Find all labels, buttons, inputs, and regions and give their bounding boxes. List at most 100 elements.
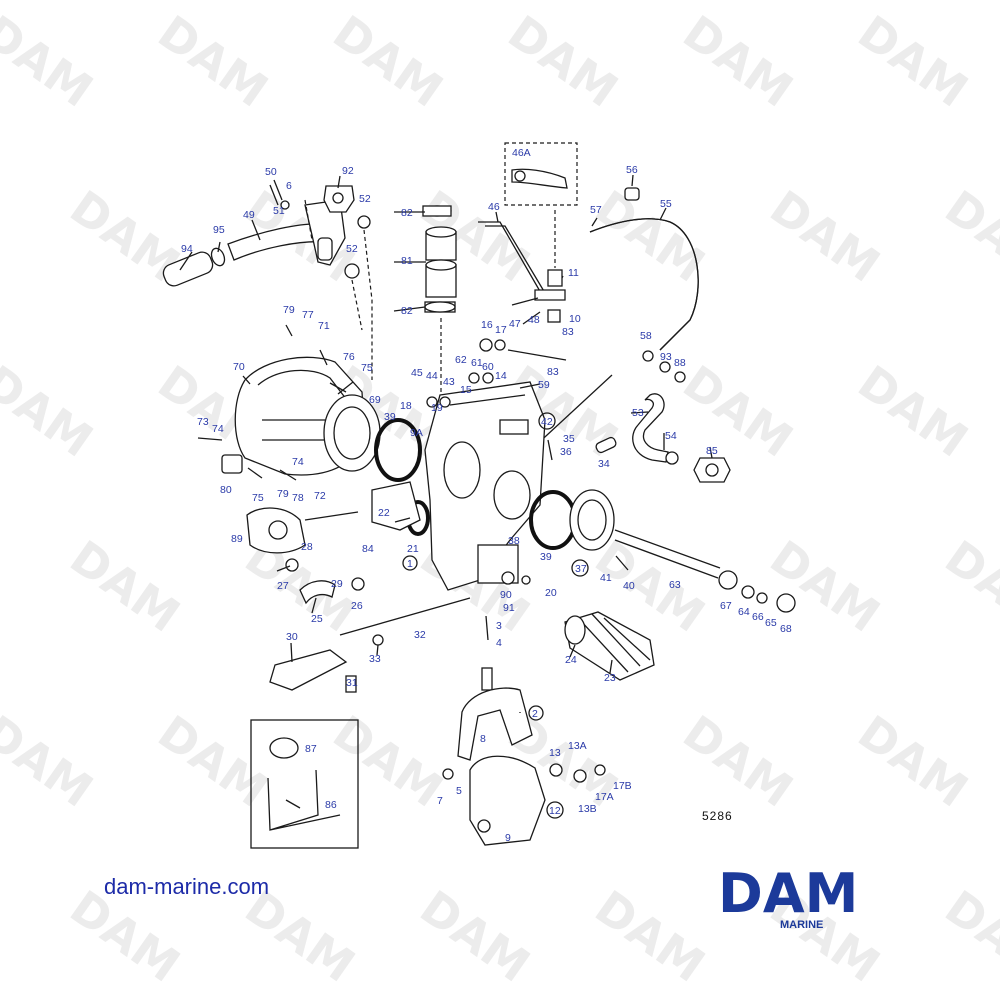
label-89: 89: [231, 533, 243, 545]
label-51: 51: [273, 205, 285, 217]
inset-box: [250, 719, 359, 849]
label-80: 80: [220, 484, 232, 496]
label-16: 16: [481, 319, 493, 331]
label-13: 13: [549, 747, 561, 759]
label-83b: 83: [547, 366, 559, 378]
label-76: 76: [343, 351, 355, 363]
label-82b: 82: [401, 305, 413, 317]
label-28: 28: [301, 541, 313, 553]
label-79: 79: [283, 304, 295, 316]
intake-hose-assembly: [162, 179, 373, 380]
callout-circle-42: [538, 412, 556, 430]
label-5: 5: [456, 785, 462, 797]
label-40: 40: [623, 580, 635, 592]
label-39b: 39: [540, 551, 552, 563]
label-70: 70: [233, 361, 245, 373]
dam-marine-logo: DAM MARINE: [718, 866, 858, 931]
label-67: 67: [720, 600, 732, 612]
label-71: 71: [318, 320, 330, 332]
watermark-tile: DAM: [674, 5, 803, 118]
label-53: 53: [632, 407, 644, 419]
website-link[interactable]: dam-marine.com: [104, 874, 270, 899]
callout-circles: [402, 412, 589, 819]
label-68: 68: [780, 623, 792, 635]
label-83: 83: [562, 326, 574, 338]
label-17A: 17A: [595, 791, 614, 803]
label-55: 55: [660, 198, 672, 210]
label-94: 94: [181, 243, 193, 255]
logo-subtitle: MARINE: [780, 919, 823, 931]
label-36: 36: [560, 446, 572, 458]
label-29: 29: [331, 578, 343, 590]
label-30: 30: [286, 631, 298, 643]
label-56: 56: [626, 164, 638, 176]
label-19: 19: [431, 402, 443, 414]
label-77: 77: [302, 309, 314, 321]
label-43: 43: [443, 376, 455, 388]
watermark-tile: DAM: [149, 5, 278, 118]
label-37-text: 37: [575, 563, 587, 575]
label-46A: 46A: [512, 147, 531, 159]
label-38: 38: [508, 535, 520, 547]
callout-circle-12: [546, 801, 564, 819]
label-65: 65: [765, 617, 777, 629]
label-79b: 79: [277, 488, 289, 500]
label-74b: 74: [292, 456, 304, 468]
label-44: 44: [426, 370, 438, 382]
bearing-and-shaft: [569, 489, 796, 613]
label-18: 18: [400, 400, 412, 412]
callout-circle-2: [528, 705, 544, 721]
label-15: 15: [460, 384, 472, 396]
label-74: 74: [212, 423, 224, 435]
label-95: 95: [213, 224, 225, 236]
label-62: 62: [455, 354, 467, 366]
label-78: 78: [292, 492, 304, 504]
callout-labels: 50 6 51 49 92 52 52 95 94 82 81 82 46A 4…: [181, 147, 792, 844]
label-93: 93: [660, 351, 672, 363]
label-20: 20: [545, 587, 557, 599]
watermark-tile: DAM: [149, 705, 278, 818]
label-63: 63: [669, 579, 681, 591]
label-1-text: 1: [407, 558, 413, 570]
watermark-tile: DAM: [61, 530, 190, 643]
watermark-tile: DAM: [849, 5, 978, 118]
watermark-tile: DAM: [324, 5, 453, 118]
label-50: 50: [265, 166, 277, 178]
watermark-tile: DAM: [674, 705, 803, 818]
label-11: 11: [568, 267, 579, 279]
watermark-tile: DAM: [0, 355, 102, 468]
watermark-tile: DAM: [324, 705, 453, 818]
label-92: 92: [342, 165, 354, 177]
drawing: [162, 142, 796, 849]
watermark-tile: DAM: [849, 355, 978, 468]
label-45: 45: [411, 367, 423, 379]
sleeve-stack: [422, 205, 457, 400]
label-26: 26: [351, 600, 363, 612]
label-66: 66: [752, 611, 764, 623]
seal-ring-39b: [529, 490, 577, 550]
label-8: 8: [480, 733, 486, 745]
label-48: 48: [528, 314, 540, 326]
label-39: 39: [384, 411, 396, 423]
label-22: 22: [378, 507, 390, 519]
label-17: 17: [495, 324, 507, 336]
label-90: 90: [500, 589, 512, 601]
label-3: 3: [496, 620, 502, 632]
bell-housing: [197, 324, 381, 481]
label-27: 27: [277, 580, 289, 592]
label-59: 59: [538, 379, 550, 391]
label-87: 87: [305, 743, 317, 755]
shift-lever-assembly: [478, 142, 578, 323]
label-46: 46: [488, 201, 500, 213]
label-7: 7: [437, 795, 443, 807]
label-6: 6: [286, 180, 292, 192]
label-52b: 52: [346, 243, 358, 255]
label-75b: 75: [252, 492, 264, 504]
label-85: 85: [706, 445, 718, 457]
label-86: 86: [325, 799, 337, 811]
label-23: 23: [604, 672, 616, 684]
label-84: 84: [362, 543, 374, 555]
label-2-text: 2: [532, 708, 538, 720]
label-4: 4: [496, 637, 502, 649]
label-13B: 13B: [578, 803, 597, 815]
